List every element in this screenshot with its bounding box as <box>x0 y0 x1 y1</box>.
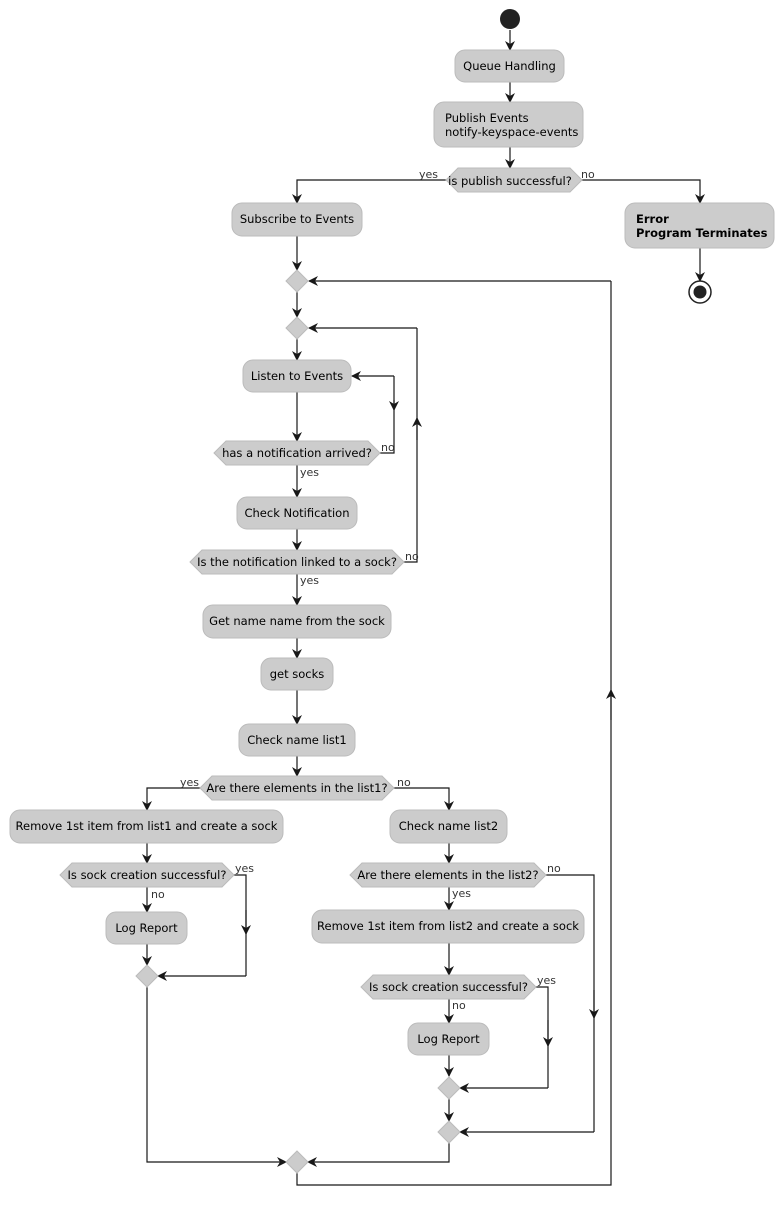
action-label: Queue Handling <box>463 59 556 73</box>
action-label-line1: Error <box>636 212 669 226</box>
action-subscribe: Subscribe to Events <box>231 202 363 237</box>
edge-right-final <box>307 1143 450 1167</box>
edge-outer-loop <box>296 281 612 1186</box>
merge-sock1 <box>135 964 159 988</box>
label-list1-no: no <box>397 776 411 789</box>
edge-sock1-yes <box>234 874 247 976</box>
action-remove-list1: Remove 1st item from list1 and create a … <box>9 809 284 844</box>
action-get-name: Get name name from the sock <box>202 604 392 639</box>
merge-list2 <box>437 1120 461 1144</box>
label-sock2-yes: yes <box>537 974 556 987</box>
decision-label: is publish successful? <box>448 174 572 188</box>
decision-sock-successful-1: Is sock creation successful? <box>59 862 235 888</box>
label-linked-yes: yes <box>300 574 319 587</box>
action-get-socks: get socks <box>260 657 334 691</box>
action-check-notification: Check Notification <box>236 496 358 530</box>
edge-linked-no <box>404 328 418 563</box>
decision-elements-list2: Are there elements in the list2? <box>349 862 547 888</box>
decision-linked-to-sock: Is the notification linked to a sock? <box>189 549 405 575</box>
action-check-list1: Check name list1 <box>238 723 356 757</box>
edge-list1-yes <box>142 787 200 811</box>
decision-publish-successful: is publish successful? <box>445 167 583 193</box>
label-sock1-no: no <box>151 888 165 901</box>
label-publish-no: no <box>581 168 595 181</box>
edge-publish-no <box>574 179 705 204</box>
label-sock1-yes: yes <box>235 862 254 875</box>
edge-list2-no <box>546 874 595 1132</box>
merge-final <box>285 1150 309 1174</box>
label-list2-no: no <box>547 862 561 875</box>
action-label: get socks <box>270 667 325 681</box>
action-listen: Listen to Events <box>242 359 352 393</box>
edge-publish-yes <box>292 179 446 204</box>
decision-label: Are there elements in the list1? <box>206 781 387 795</box>
action-remove-list2: Remove 1st item from list2 and create a … <box>311 909 585 944</box>
action-label: Get name name from the sock <box>209 614 385 628</box>
action-queue-handling: Queue Handling <box>454 49 565 83</box>
label-sock2-no: no <box>452 999 466 1012</box>
action-error: Error Program Terminates <box>624 202 775 249</box>
label-notification-yes: yes <box>300 466 319 479</box>
branch-labels: yes no no yes no yes yes no yes no no ye… <box>151 168 595 1012</box>
action-label-line2: Program Terminates <box>636 226 768 240</box>
action-label: Check Notification <box>244 506 349 520</box>
action-label-line1: Publish Events <box>445 111 529 125</box>
action-label: Check name list2 <box>399 819 499 833</box>
edge-list1-no <box>394 787 454 811</box>
label-publish-yes: yes <box>419 168 438 181</box>
merge-sock2 <box>437 1076 461 1100</box>
action-label: Listen to Events <box>251 369 343 383</box>
action-publish-events: Publish Events notify-keyspace-events <box>433 101 584 148</box>
edge-left-final <box>146 987 287 1167</box>
decision-notification-arrived: has a notification arrived? <box>213 440 381 466</box>
action-label: Subscribe to Events <box>240 212 354 226</box>
decision-label: has a notification arrived? <box>222 446 372 460</box>
decision-label: Is the notification linked to a sock? <box>197 555 397 569</box>
action-label: Remove 1st item from list1 and create a … <box>16 819 278 833</box>
start-node <box>500 9 520 29</box>
edges <box>142 30 705 1186</box>
decision-label: Is sock creation successful? <box>369 980 528 994</box>
label-linked-no: no <box>405 550 419 563</box>
action-check-list2: Check name list2 <box>389 809 508 844</box>
decision-label: Is sock creation successful? <box>68 868 227 882</box>
merge-outer-loop <box>285 269 309 293</box>
action-label: Remove 1st item from list2 and create a … <box>317 919 579 933</box>
action-label: Log Report <box>417 1032 480 1046</box>
label-list1-yes: yes <box>180 776 199 789</box>
decision-label: Are there elements in the list2? <box>357 868 538 882</box>
edge-sock2-yes <box>536 986 549 1088</box>
action-label: Check name list1 <box>247 733 347 747</box>
action-log-report-1: Log Report <box>105 911 188 945</box>
end-node <box>688 280 712 304</box>
label-notification-no: no <box>381 441 395 454</box>
action-label-line2: notify-keyspace-events <box>445 125 578 139</box>
action-label: Log Report <box>115 921 178 935</box>
label-list2-yes: yes <box>452 887 471 900</box>
merge-inner-loop <box>285 316 309 340</box>
decision-elements-list1: Are there elements in the list1? <box>199 775 395 801</box>
action-log-report-2: Log Report <box>407 1022 490 1056</box>
decision-sock-successful-2: Is sock creation successful? <box>360 974 537 1000</box>
